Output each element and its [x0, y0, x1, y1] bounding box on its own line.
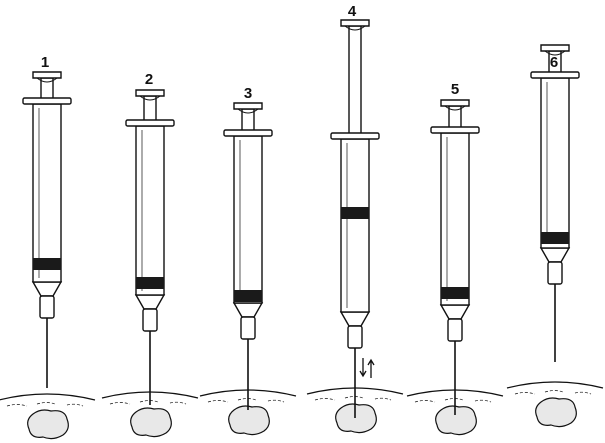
- lump: [435, 405, 477, 436]
- needle-hub: [547, 261, 563, 285]
- plunger-stopper: [33, 258, 61, 270]
- barrel-tip: [31, 281, 63, 297]
- subcutaneous-layer: [109, 400, 187, 405]
- arrow-down-icon: [359, 358, 367, 378]
- syringe-3: [199, 102, 297, 436]
- finger-flange: [430, 126, 480, 134]
- barrel: [340, 138, 370, 313]
- plunger-thumb: [540, 44, 570, 52]
- finger-flange: [22, 97, 72, 105]
- syringe-2: [101, 89, 199, 438]
- plunger-thumb: [135, 89, 165, 97]
- plunger-neck: [344, 25, 366, 31]
- plunger-neck: [544, 50, 566, 56]
- plunger-thumb: [32, 71, 62, 79]
- barrel-tip: [439, 304, 471, 320]
- panel-label-4: 4: [348, 3, 357, 20]
- plunger-stopper: [341, 207, 369, 219]
- lump: [335, 403, 377, 434]
- skin-surface: [506, 381, 604, 389]
- barrel-tip: [232, 302, 264, 318]
- barrel: [540, 77, 570, 249]
- plunger-neck: [36, 77, 58, 83]
- panel-label-3: 3: [244, 85, 252, 102]
- plunger-thumb: [340, 19, 370, 27]
- skin-surface: [0, 393, 96, 401]
- barrel: [135, 125, 165, 296]
- lump: [535, 397, 577, 428]
- panel-label-6: 6: [550, 54, 558, 71]
- barrel: [233, 135, 263, 304]
- subcutaneous-layer: [207, 398, 285, 403]
- barrel: [440, 132, 470, 306]
- syringe-5: [406, 99, 504, 436]
- syringe-6: [506, 44, 604, 428]
- lump: [27, 409, 69, 440]
- syringe-4: [306, 19, 404, 434]
- plunger-stopper: [136, 277, 164, 289]
- needle-hub: [142, 308, 158, 332]
- plunger-stopper: [441, 287, 469, 299]
- plunger-stopper: [234, 290, 262, 302]
- barrel-tip: [339, 311, 371, 327]
- syringe-1: [0, 71, 96, 440]
- lump: [130, 407, 172, 438]
- arrow-up-icon: [367, 358, 375, 378]
- lump: [228, 405, 270, 436]
- needle-hub: [39, 295, 55, 319]
- plunger-neck: [444, 105, 466, 111]
- plunger-neck: [237, 108, 259, 114]
- subcutaneous-layer: [6, 402, 84, 407]
- plunger-thumb: [233, 102, 263, 110]
- finger-flange: [330, 132, 380, 140]
- plunger-stopper: [541, 232, 569, 244]
- plunger-rod: [348, 25, 362, 136]
- finger-flange: [530, 71, 580, 79]
- barrel: [32, 103, 62, 283]
- finger-flange: [125, 119, 175, 127]
- plunger-thumb: [440, 99, 470, 107]
- subcutaneous-layer: [514, 390, 592, 395]
- panel-label-2: 2: [145, 71, 153, 88]
- finger-flange: [223, 129, 273, 137]
- needle-hub: [240, 316, 256, 340]
- subcutaneous-layer: [314, 396, 392, 401]
- panel-label-5: 5: [451, 81, 459, 98]
- barrel-tip: [134, 294, 166, 310]
- panel-label-1: 1: [41, 54, 49, 71]
- needle-hub: [447, 318, 463, 342]
- subcutaneous-layer: [414, 398, 492, 403]
- plunger-neck: [139, 95, 161, 101]
- barrel-tip: [539, 247, 571, 263]
- needle-hub: [347, 325, 363, 349]
